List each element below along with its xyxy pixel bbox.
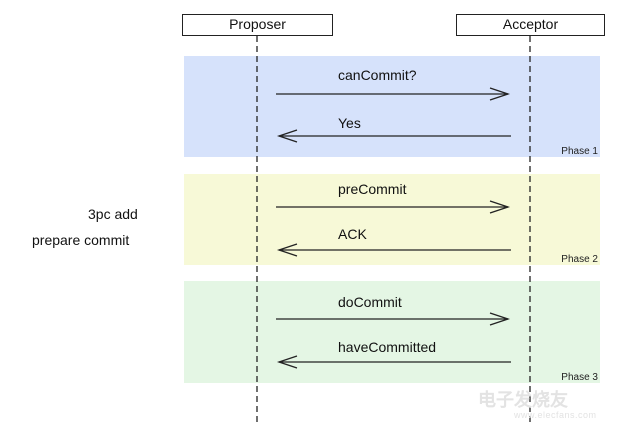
acceptor-actor-box: Acceptor bbox=[456, 14, 605, 36]
arrow-havecommitted bbox=[276, 355, 511, 369]
watermark-url: www.elecfans.com bbox=[514, 410, 597, 420]
phase-3-band: Phase 3 bbox=[184, 281, 600, 383]
phase-3-label: Phase 3 bbox=[561, 372, 598, 383]
watermark-text: 电子发烧友 bbox=[478, 390, 568, 410]
phase-1-label: Phase 1 bbox=[561, 146, 598, 157]
message-label-precommit: preCommit bbox=[338, 181, 407, 197]
message-label-yes: Yes bbox=[338, 115, 361, 131]
side-note-line-2: prepare commit bbox=[32, 232, 130, 248]
arrow-docommit bbox=[276, 312, 511, 326]
side-note-line-1: 3pc add bbox=[88, 206, 138, 222]
message-label-havecommitted: haveCommitted bbox=[338, 339, 437, 355]
message-label-docommit: doCommit bbox=[338, 294, 402, 310]
phase-2-label: Phase 2 bbox=[561, 254, 598, 265]
arrow-cancommit bbox=[276, 87, 511, 101]
message-label-cancommit: canCommit? bbox=[338, 67, 417, 83]
message-label-ack: ACK bbox=[338, 226, 367, 242]
arrow-yes bbox=[276, 129, 511, 143]
arrow-ack bbox=[276, 243, 511, 257]
arrow-precommit bbox=[276, 200, 511, 214]
phase-1-band: Phase 1 bbox=[184, 56, 600, 157]
watermark-logo: 电子发烧友 www.elecfans.com bbox=[478, 390, 618, 426]
proposer-actor-box: Proposer bbox=[182, 14, 333, 36]
